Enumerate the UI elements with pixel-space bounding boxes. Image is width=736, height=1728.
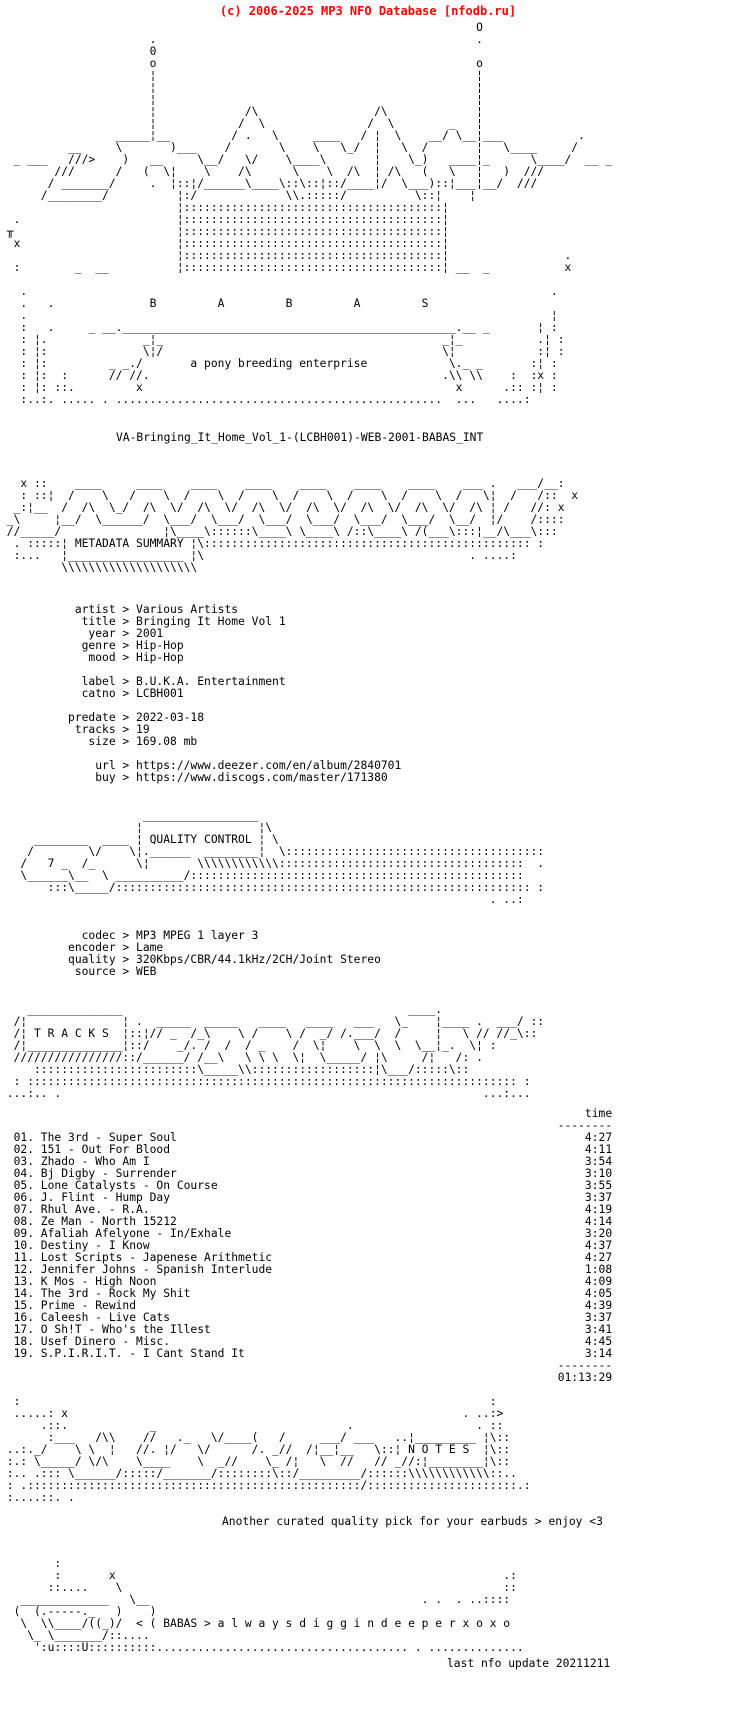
quality-fields: codec > MP3 MPEG 1 layer 3 encoder > Lam… (68, 929, 381, 978)
notes-section-banner: : : .....: x . ..:> .::. _ . (6, 1395, 531, 1504)
bottom-ascii-art: : : x .: ::.... \ :: _____________ \__ (13, 1557, 524, 1654)
top-ascii-art: O . . 0 o o ¦ (6, 21, 613, 406)
copyright-banner: (c) 2006-2025 MP3 NFO Database [nfodb.ru… (219, 4, 517, 18)
notes-message: Another curated quality pick for your ea… (222, 1515, 603, 1528)
tracks-table: time -------- 01. The 3rd - Super Soul 4… (13, 1107, 613, 1384)
last-update: last nfo update 20211211 (447, 1657, 611, 1670)
metadata-fields: artist > Various Artists title > Bringin… (68, 603, 402, 784)
quality-section-banner: _________________ ¦ ¦\ ________ ____ ¦ Q… (20, 809, 545, 906)
release-name: VA-Bringing_It_Home_Vol_1-(LCBH001)-WEB-… (116, 431, 484, 444)
nfo-document: O . . 0 o o ¦ (0, 22, 736, 1670)
tracks-section-banner: ______________ ____. /¦ ¦ . _____ _____ … (6, 1003, 545, 1100)
metadata-section-banner: x :: ____ ____ ____ ____ ____ ____ ____ … (6, 477, 579, 574)
